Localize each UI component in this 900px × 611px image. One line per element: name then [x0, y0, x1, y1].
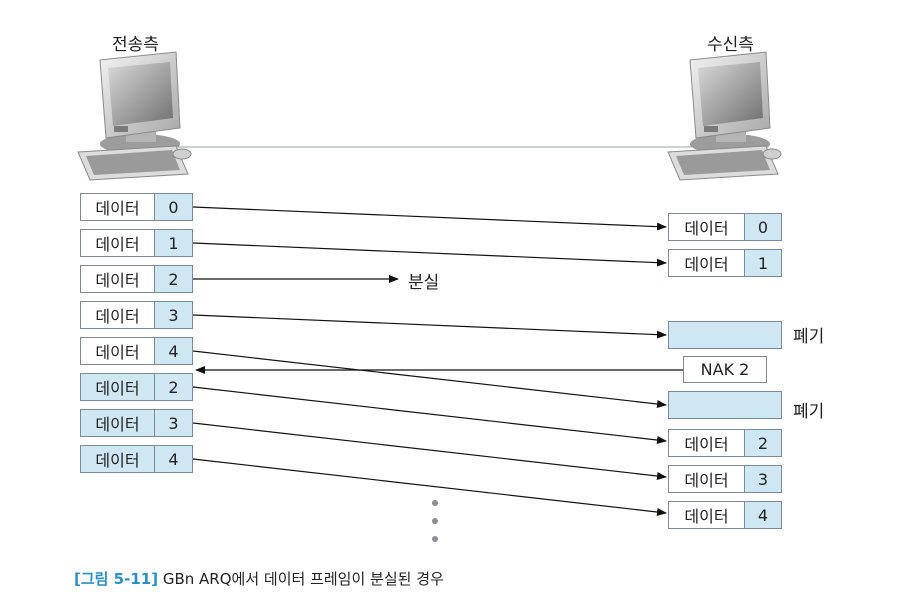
frame-seq-number: 1: [745, 250, 781, 276]
sender-frame-3-resend: 데이터 3: [80, 409, 193, 437]
sender-frame-0: 데이터 0: [80, 193, 193, 221]
frame-data-label: 데이터: [669, 466, 745, 492]
frame-data-label: 데이터: [81, 266, 155, 292]
arrow-frame-0: [192, 206, 667, 231]
figure-number: [그림 5-11]: [74, 570, 159, 588]
frame-seq-number: 0: [745, 214, 781, 240]
receiver-frame-1: 데이터 1: [668, 249, 782, 277]
sender-label: 전송측: [112, 35, 159, 55]
frame-data-label: 데이터: [669, 502, 745, 528]
continuation-dot: [432, 536, 438, 542]
frame-data-label: 데이터: [81, 446, 155, 472]
frame-seq-number: 4: [155, 338, 192, 364]
sender-frame-4-resend: 데이터 4: [80, 445, 193, 473]
arrow-frame-4: [192, 350, 667, 408]
sender-frame-2: 데이터 2: [80, 265, 193, 293]
discarded-frame-box: [668, 321, 782, 349]
arrow-frame-1: [192, 242, 667, 267]
lost-label: 분실: [408, 273, 440, 293]
frame-seq-number: 4: [155, 446, 192, 472]
frame-seq-number: 3: [155, 410, 192, 436]
receiver-computer-icon: [667, 51, 782, 181]
discarded-frame-box: [668, 391, 782, 419]
arrow-frame-3: [192, 314, 667, 339]
frame-seq-number: 2: [745, 430, 781, 456]
sender-frame-2-resend: 데이터 2: [80, 373, 193, 401]
frame-data-label: 데이터: [81, 194, 155, 220]
frame-data-label: 데이터: [669, 250, 745, 276]
frame-seq-number: 2: [155, 266, 192, 292]
receiver-frame-2: 데이터 2: [668, 429, 782, 457]
arrow-frame-3-resend: [192, 422, 667, 480]
sender-computer-icon: [77, 51, 192, 181]
arrow-frame-2-resend: [192, 386, 667, 444]
receiver-frame-3: 데이터 3: [668, 465, 782, 493]
nak-frame: NAK 2: [683, 356, 767, 383]
sender-frame-4: 데이터 4: [80, 337, 193, 365]
continuation-dot: [432, 500, 438, 506]
frame-data-label: 데이터: [81, 302, 155, 328]
frame-data-label: 데이터: [81, 230, 155, 256]
frame-seq-number: 4: [745, 502, 781, 528]
frame-seq-number: 3: [155, 302, 192, 328]
frame-seq-number: 1: [155, 230, 192, 256]
figure-caption-text: GBn ARQ에서 데이터 프레임이 분실된 경우: [162, 570, 444, 588]
arrow-frame-4-resend: [192, 458, 667, 516]
sender-frame-3: 데이터 3: [80, 301, 193, 329]
continuation-dot: [432, 518, 438, 524]
receiver-frame-4: 데이터 4: [668, 501, 782, 529]
frame-data-label: 데이터: [669, 214, 745, 240]
frame-data-label: 데이터: [81, 338, 155, 364]
discard-label: 폐기: [793, 327, 825, 347]
frame-seq-number: 3: [745, 466, 781, 492]
figure-caption: [그림 5-11] GBn ARQ에서 데이터 프레임이 분실된 경우: [74, 568, 444, 589]
frame-data-label: 데이터: [669, 430, 745, 456]
discard-label: 폐기: [793, 402, 825, 422]
frame-seq-number: 0: [155, 194, 192, 220]
frame-data-label: 데이터: [81, 410, 155, 436]
frame-seq-number: 2: [155, 374, 192, 400]
receiver-label: 수신측: [707, 35, 754, 55]
sender-frame-1: 데이터 1: [80, 229, 193, 257]
receiver-frame-0: 데이터 0: [668, 213, 782, 241]
frame-data-label: 데이터: [81, 374, 155, 400]
